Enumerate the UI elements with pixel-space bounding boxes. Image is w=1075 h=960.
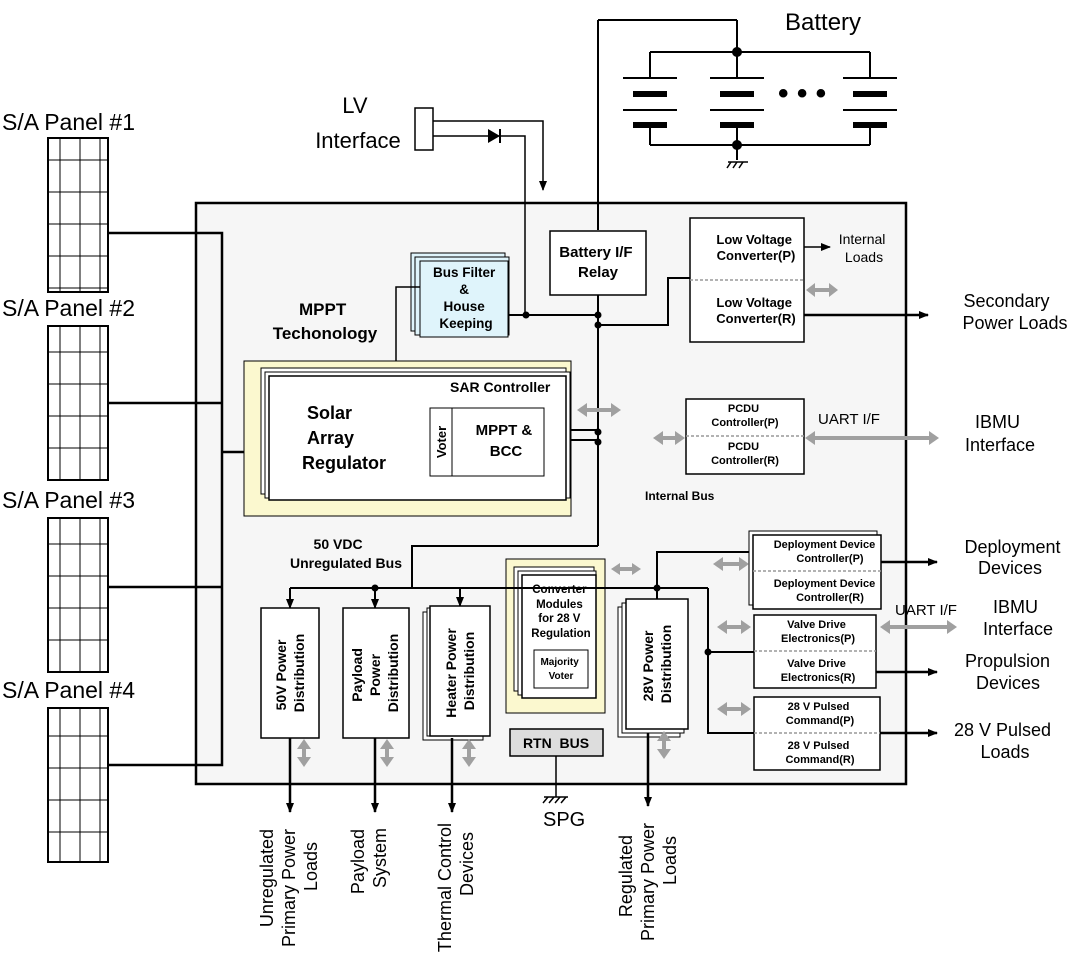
dist-heater-box [429, 605, 491, 737]
lv-connector [414, 107, 434, 151]
ibmu-interface-1: IBMU Interface [965, 412, 1035, 455]
vde-p-label: Valve Drive Electronics(P) [781, 619, 855, 645]
mppt-bcc-label: MPPT & BCC [476, 422, 537, 460]
pulsed-p-label: 28 V Pulsed Command(P) [786, 701, 855, 727]
payload-system-label: Payload System [348, 824, 390, 894]
bottom-output-arrows [286, 733, 652, 813]
dist-50v-label: 50V Power Distribution [273, 634, 307, 713]
pcdu-r-label: PCDU Controller(R) [711, 441, 779, 467]
vde-r-label: Valve Drive Electronics(R) [781, 658, 856, 684]
sa-panel-1-label: S/A Panel #1 [2, 109, 135, 135]
sa-panel-1: S/A Panel #1 [2, 109, 135, 293]
battery-symbol [598, 19, 871, 160]
lvc-p-label: Low Voltage Converter(P) [716, 232, 795, 263]
secondary-loads-label: Secondary Power Loads [962, 291, 1067, 333]
svg-text:Bus Filter & House: Bus Filter & House Keeping [433, 265, 499, 331]
dist-28v-box [625, 598, 689, 730]
mppt-label: MPPT Techonology [273, 300, 378, 343]
pulsed-loads-label: 28 V Pulsed Loads [954, 720, 1056, 762]
majority-voter-box [533, 649, 589, 689]
sa-panel-4-label: S/A Panel #4 [2, 677, 135, 703]
deployment-devices-label: Deployment Devices [964, 537, 1065, 578]
battery-relay-label: Battery I/F Relay [559, 244, 637, 281]
spg-label: SPG [543, 809, 585, 831]
bus-junctions [371, 311, 602, 592]
main-bus-lines [286, 277, 690, 609]
sar-label: Solar Array Regulator [302, 403, 386, 473]
dist-payload-label: Payload Power Distribution [349, 634, 401, 713]
bus-filter-box: Bus Filter & House Keeping [410, 252, 510, 338]
thermal-devices-label: Thermal Control Devices [435, 818, 477, 952]
mppt-bcc-box [451, 407, 545, 477]
ibmu-interface-2: IBMU Interface [983, 597, 1053, 639]
right-bus-lines [656, 551, 754, 734]
sa-panel-4: S/A Panel #4 [2, 677, 135, 863]
sa-panel-3: S/A Panel #3 [2, 487, 135, 673]
propulsion-devices-label: Propulsion Devices [965, 651, 1055, 693]
battery-more-cells: • • • [778, 77, 826, 110]
pcdu-p-label: PCDU Controller(P) [711, 403, 779, 429]
dist-50v-box [260, 607, 320, 739]
uart-label-1: UART I/F [818, 411, 880, 428]
sa-panel-2: S/A Panel #2 [2, 295, 135, 481]
ddc-r-label: Deployment Device Controller(R) [774, 578, 879, 604]
battery-bottom-junction [732, 140, 742, 150]
lv-interface-label: LV Interface [315, 93, 401, 153]
dist-heater-label: Heater Power Distribution [443, 624, 477, 717]
sa-panel-2-label: S/A Panel #2 [2, 295, 135, 321]
spg-ground-icon [542, 796, 568, 804]
unreg-loads-label: Unregulated Primary Power Loads [257, 824, 321, 947]
voter-label: Voter [434, 426, 449, 458]
right-output-arrows [876, 558, 938, 737]
sa-panel-3-label: S/A Panel #3 [2, 487, 135, 513]
internal-bus-label: Internal Bus [645, 489, 715, 503]
majority-voter-label: Majority Voter [540, 657, 581, 682]
battery-relay-box [549, 230, 647, 296]
battery-ground-icon [726, 161, 748, 169]
battery-top-junction [732, 47, 742, 57]
battery-cells [623, 77, 897, 128]
rtn-bus-label: RTN BUS [523, 735, 589, 751]
reg-loads-label: Regulated Primary Power Loads [616, 818, 680, 941]
dist-payload-box [342, 607, 410, 739]
pcdu-controller-box [685, 398, 805, 475]
dist-28v-label: 28V Power Distribution [640, 625, 674, 704]
ddc-p-label: Deployment Device Controller(P) [774, 539, 879, 565]
grey-arrows [297, 283, 957, 767]
lvc-r-label: Low Voltage Converter(R) [716, 295, 795, 326]
internal-loads-label: Internal Loads [839, 231, 890, 265]
unreg-bus-label: 50 VDC Unregulated Bus [290, 536, 402, 571]
ddc-box [752, 534, 882, 610]
pulsed-r-label: 28 V Pulsed Command(R) [785, 740, 854, 766]
uart-label-2: UART I/F [895, 602, 957, 619]
sar-controller-label: SAR Controller [450, 379, 551, 395]
diode-icon [488, 129, 501, 143]
bus-filter-to-sar-line [395, 286, 420, 375]
battery-label: Battery [785, 9, 861, 36]
